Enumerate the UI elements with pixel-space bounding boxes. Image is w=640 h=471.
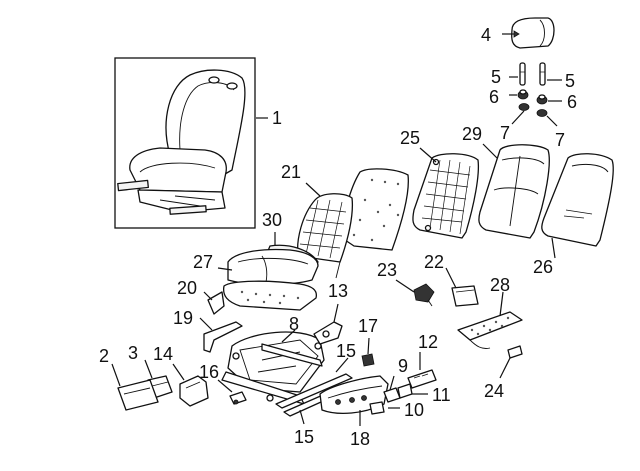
callout-27: 27: [193, 252, 213, 272]
seat-back-pad: [412, 153, 480, 239]
callout-16: 16: [199, 362, 219, 382]
trim-piece-19: [203, 321, 243, 353]
headrest: [511, 17, 555, 49]
callout-2: 2: [99, 346, 109, 366]
callout-7-left: 7: [500, 123, 510, 143]
side-panel: [117, 379, 159, 411]
callout-25: 25: [400, 128, 420, 148]
callout-26: 26: [533, 257, 553, 277]
callout-3: 3: [128, 343, 138, 363]
callout-15-upper: 15: [336, 341, 356, 361]
callout-11: 11: [432, 385, 451, 405]
backrest-frame: [289, 168, 409, 279]
callout-7-right: 7: [555, 130, 565, 150]
callout-8: 8: [289, 314, 299, 334]
callout-28: 28: [490, 275, 510, 295]
seat-back-cover: [478, 144, 550, 239]
callout-19: 19: [173, 308, 193, 328]
callout-22: 22: [424, 252, 444, 272]
recliner-bracket: [313, 321, 343, 345]
side-bracket: [179, 375, 209, 407]
callout-6-right: 6: [567, 92, 577, 112]
callout-17: 17: [358, 316, 378, 336]
heater-element: [457, 311, 523, 349]
headrest-bushings: [517, 89, 548, 105]
seat-frame-track: [221, 331, 325, 405]
seat-cushion: [222, 248, 319, 311]
callout-13: 13: [328, 281, 348, 301]
headrest-grommets: [518, 103, 548, 117]
callout-29: 29: [462, 124, 482, 144]
callout-1: 1: [272, 108, 282, 128]
inset-seat-cushion: [129, 147, 227, 193]
lumbar-pad: [451, 285, 479, 307]
callout-6-left: 6: [489, 87, 499, 107]
seat-switches: [369, 369, 437, 415]
callout-12: 12: [418, 332, 438, 352]
clip-17: [361, 353, 375, 367]
callout-23: 23: [377, 260, 397, 280]
callout-14: 14: [153, 344, 173, 364]
callout-30: 30: [262, 210, 282, 230]
callout-20: 20: [177, 278, 197, 298]
callout-9: 9: [398, 356, 408, 376]
headrest-guides: [519, 62, 546, 86]
seat-back-panel: [541, 153, 614, 247]
wiring-connector: [507, 345, 523, 359]
complete-seat-inset: [114, 57, 256, 229]
fastener-set: [229, 391, 247, 405]
callout-4: 4: [481, 25, 491, 45]
callout-24: 24: [484, 381, 504, 401]
callout-15-lower: 15: [294, 427, 314, 447]
trim-piece-20: [207, 291, 225, 315]
callout-18: 18: [350, 429, 370, 449]
callout-5-left: 5: [491, 67, 501, 87]
adjuster-motor: [413, 283, 435, 307]
callout-5-right: 5: [565, 71, 575, 91]
callout-10: 10: [404, 400, 424, 420]
callout-21: 21: [281, 162, 301, 182]
